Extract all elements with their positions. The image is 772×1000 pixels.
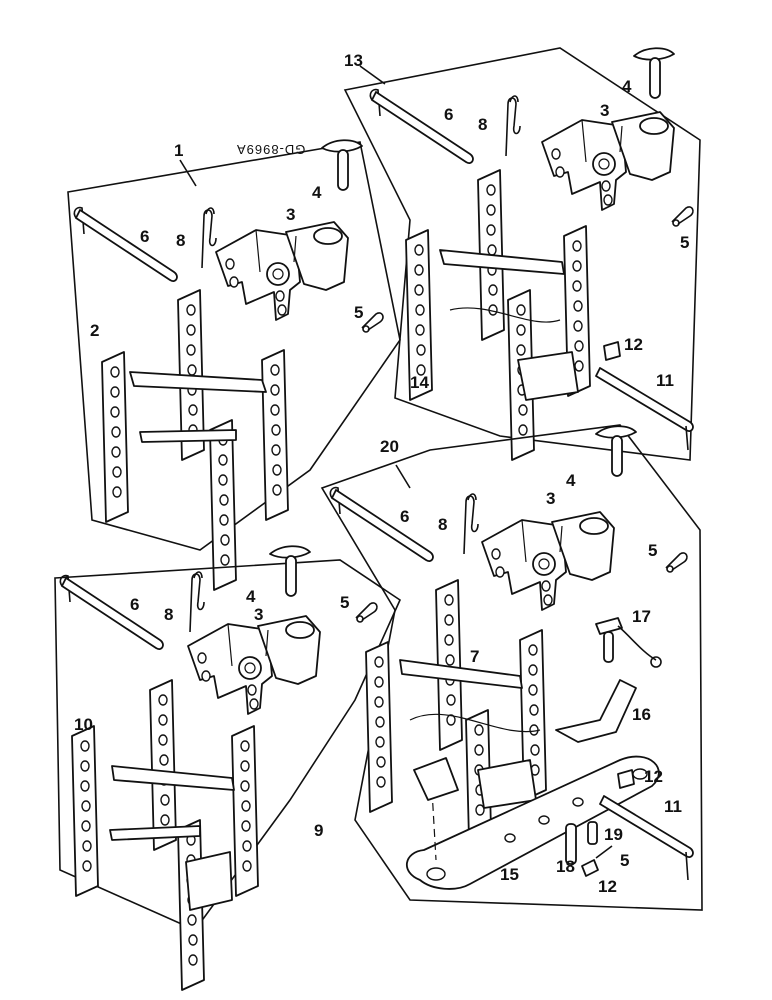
part-pin-12 bbox=[581, 859, 599, 877]
callout-8: 8 bbox=[164, 605, 174, 624]
callout-3: 3 bbox=[254, 605, 264, 624]
callout-4: 4 bbox=[246, 587, 256, 606]
part-frame-10 bbox=[71, 679, 259, 991]
callout-4: 4 bbox=[312, 183, 322, 202]
part-pin-12 bbox=[617, 769, 635, 789]
panel-assembly-1 bbox=[67, 139, 401, 591]
leader-lines bbox=[179, 65, 411, 489]
callout-11: 11 bbox=[664, 797, 682, 816]
callout-8: 8 bbox=[176, 231, 186, 250]
callout-8: 8 bbox=[478, 115, 488, 134]
callout-5: 5 bbox=[648, 541, 658, 560]
part-clip-8 bbox=[505, 95, 521, 157]
part-hook-3 bbox=[541, 111, 675, 211]
callout-16: 16 bbox=[632, 705, 651, 724]
part-rod-11 bbox=[595, 367, 694, 451]
callout-6: 6 bbox=[130, 595, 140, 614]
callout-5: 5 bbox=[340, 593, 350, 612]
callout-6: 6 bbox=[444, 105, 454, 124]
callout-3: 3 bbox=[546, 489, 556, 508]
part-clip-8 bbox=[201, 207, 217, 269]
callout-15: 15 bbox=[500, 865, 519, 884]
part-pin-19 bbox=[587, 821, 598, 845]
part-chain-17 bbox=[595, 617, 662, 668]
part-frame-7 bbox=[365, 579, 547, 881]
part-rclip-5 bbox=[361, 312, 384, 333]
part-bracket-16 bbox=[555, 679, 637, 743]
callout-1: 1 bbox=[174, 141, 184, 160]
callout-6: 6 bbox=[400, 507, 410, 526]
callout-2: 2 bbox=[90, 321, 100, 340]
part-rclip-5 bbox=[665, 552, 688, 573]
callout-6: 6 bbox=[140, 227, 150, 246]
part-pin-4 bbox=[321, 139, 363, 191]
panel-assembly-20 bbox=[320, 424, 703, 911]
part-rod-6 bbox=[369, 88, 474, 164]
part-rclip-5 bbox=[595, 845, 613, 859]
part-clip-8 bbox=[463, 493, 479, 555]
panel-assembly-9 bbox=[54, 545, 402, 991]
callout-12: 12 bbox=[598, 877, 617, 896]
callout-20: 20 bbox=[380, 437, 399, 456]
callout-3: 3 bbox=[286, 205, 296, 224]
callout-5: 5 bbox=[620, 851, 630, 870]
part-rclip-5 bbox=[671, 206, 694, 227]
part-hook-3 bbox=[215, 221, 349, 321]
part-hook-3 bbox=[481, 511, 615, 611]
callout-12: 12 bbox=[644, 767, 663, 786]
part-rod-11 bbox=[599, 795, 694, 881]
part-plate-cutout bbox=[413, 757, 459, 801]
callout-5: 5 bbox=[354, 303, 364, 322]
callout-17: 17 bbox=[632, 607, 651, 626]
callout-4: 4 bbox=[622, 77, 632, 96]
callout-13: 13 bbox=[344, 51, 363, 70]
part-rod-6 bbox=[59, 574, 164, 650]
callout-9: 9 bbox=[314, 821, 324, 840]
part-rod-6 bbox=[73, 206, 178, 282]
part-pin-18 bbox=[565, 823, 577, 865]
dashed-alignment-line bbox=[431, 789, 437, 861]
callout-8: 8 bbox=[438, 515, 448, 534]
part-pin-4 bbox=[595, 425, 637, 477]
part-frame-2 bbox=[101, 289, 289, 591]
callout-19: 19 bbox=[604, 825, 623, 844]
part-pin-12 bbox=[603, 341, 621, 361]
panel-1-outline bbox=[67, 141, 401, 551]
part-frame-14 bbox=[405, 169, 591, 461]
callout-12: 12 bbox=[624, 335, 643, 354]
callout-4: 4 bbox=[566, 471, 576, 490]
drawing-code: GD-8969A bbox=[236, 142, 306, 157]
callout-7: 7 bbox=[470, 647, 480, 666]
part-pin-4 bbox=[269, 545, 311, 597]
part-drawbar-15 bbox=[406, 755, 660, 890]
part-pin-4 bbox=[633, 47, 675, 99]
callout-5: 5 bbox=[680, 233, 690, 252]
part-hook-3 bbox=[187, 615, 321, 715]
callout-11: 11 bbox=[656, 371, 674, 390]
callout-3: 3 bbox=[600, 101, 610, 120]
part-clip-8 bbox=[189, 571, 205, 633]
panel-assembly-13 bbox=[343, 47, 701, 461]
part-rod-6 bbox=[329, 486, 434, 562]
callout-18: 18 bbox=[556, 857, 575, 876]
part-rclip-5 bbox=[355, 602, 378, 623]
callout-10: 10 bbox=[74, 715, 93, 734]
callout-14: 14 bbox=[410, 373, 429, 392]
